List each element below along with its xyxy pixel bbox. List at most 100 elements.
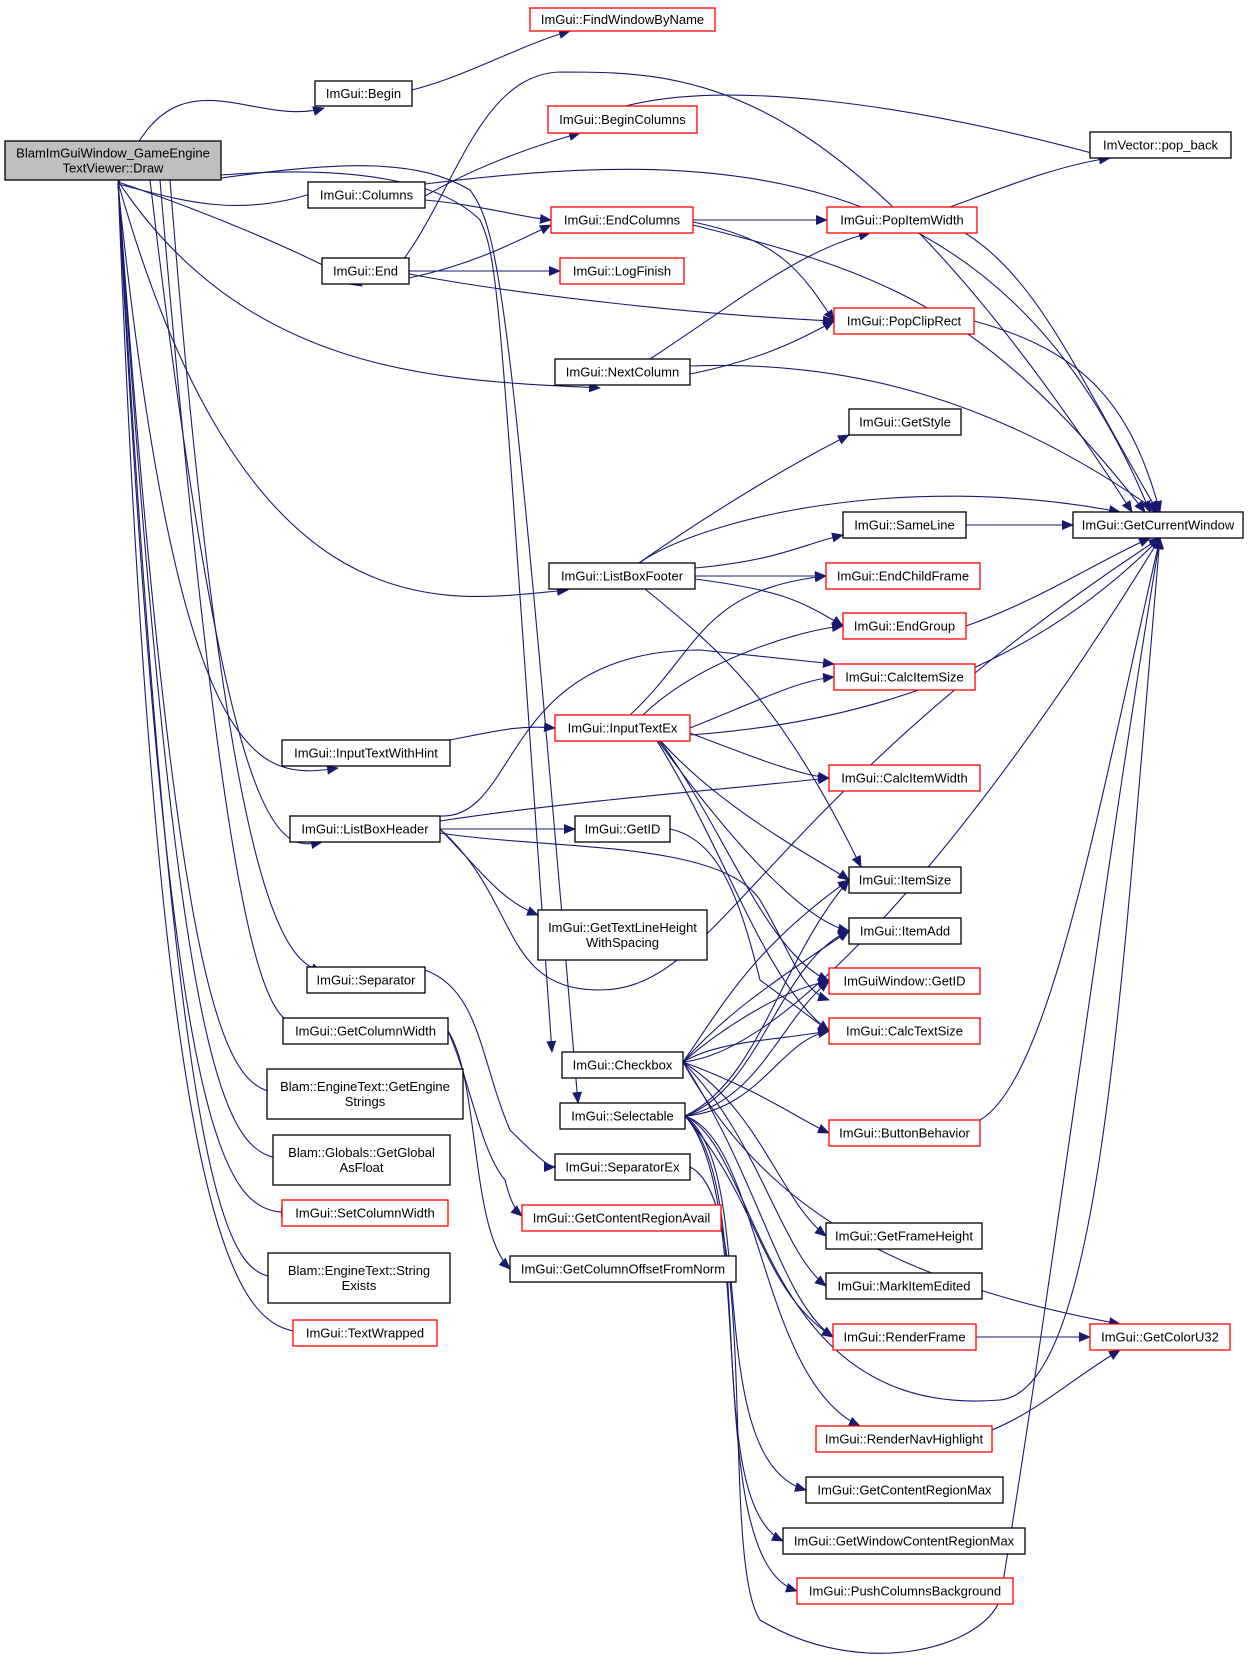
call-edge (644, 588, 862, 868)
node-box (825, 562, 981, 590)
node-box (559, 1102, 686, 1130)
node-rendernavhighlight[interactable]: ImGui::RenderNavHighlight (815, 1425, 993, 1453)
call-edge (642, 622, 844, 716)
node-box (267, 1252, 451, 1304)
node-itemsize[interactable]: ImGui::ItemSize (848, 866, 962, 894)
node-columns[interactable]: ImGui::Columns (307, 181, 426, 209)
node-label: ImGui::PopClipRect (847, 314, 962, 329)
node-label: ImGui::GetColumnOffsetFromNorm (521, 1262, 725, 1277)
node-begin[interactable]: ImGui::Begin (314, 80, 413, 107)
node-getcontentregionmax[interactable]: ImGui::GetContentRegionMax (805, 1476, 1004, 1504)
node-itemadd[interactable]: ImGui::ItemAdd (848, 917, 962, 945)
node-setcolumnwidth[interactable]: ImGui::SetColumnWidth (281, 1199, 449, 1227)
node-box (848, 917, 962, 945)
call-edge (117, 99, 325, 187)
call-edge (694, 578, 844, 627)
node-windowgetid[interactable]: ImGuiWindow::GetID (828, 967, 981, 995)
call-edge (682, 1028, 830, 1063)
call-edge (220, 165, 583, 1104)
node-label: Exists (342, 1278, 377, 1293)
node-box (1072, 511, 1244, 539)
node-popcliprect[interactable]: ImGui::PopClipRect (833, 307, 975, 335)
node-begincolumns[interactable]: ImGui::BeginColumns (547, 105, 698, 134)
node-box (559, 257, 685, 285)
node-label: ImGui::RenderFrame (843, 1330, 965, 1345)
node-pushcolumnsbackground[interactable]: ImGui::PushColumnsBackground (796, 1577, 1014, 1605)
node-getcontentregionavail[interactable]: ImGui::GetContentRegionAvail (521, 1204, 722, 1232)
node-getcoloru32[interactable]: ImGui::GetColorU32 (1089, 1323, 1231, 1351)
node-endgroup[interactable]: ImGui::EndGroup (842, 612, 967, 640)
node-textwrapped[interactable]: ImGui::TextWrapped (292, 1319, 438, 1347)
node-getcolumnwidth[interactable]: ImGui::GetColumnWidth (282, 1017, 449, 1045)
node-inputtextex[interactable]: ImGui::InputTextEx (554, 714, 691, 742)
call-edge (117, 179, 305, 1337)
node-box (537, 909, 708, 961)
node-label: ImGui::ListBoxHeader (301, 822, 429, 837)
node-calctextsize[interactable]: ImGui::CalcTextSize (828, 1017, 981, 1045)
node-label: ImGui::GetColorU32 (1101, 1330, 1219, 1345)
node-box (796, 1577, 1014, 1605)
call-edge (117, 180, 601, 393)
node-getid[interactable]: ImGui::GetID (574, 815, 671, 843)
node-label: AsFloat (339, 1160, 383, 1175)
call-edge (447, 1030, 511, 1270)
node-nextcolumn[interactable]: ImGui::NextColumn (554, 358, 691, 386)
node-box (842, 612, 967, 640)
node-box (833, 663, 976, 691)
node-label: ImGui::ItemSize (859, 873, 951, 888)
call-edge (629, 572, 827, 716)
node-separatorex[interactable]: ImGui::SeparatorEx (554, 1153, 691, 1181)
node-getframeheight[interactable]: ImGui::GetFrameHeight (825, 1222, 983, 1250)
call-edge (408, 273, 835, 326)
call-edge (439, 649, 835, 817)
node-calcitemwidth[interactable]: ImGui::CalcItemWidth (828, 764, 981, 792)
node-endcolumns[interactable]: ImGui::EndColumns (550, 206, 694, 234)
node-selectable[interactable]: ImGui::Selectable (559, 1102, 686, 1130)
node-end[interactable]: ImGui::End (321, 257, 410, 285)
node-sameline[interactable]: ImGui::SameLine (842, 511, 967, 539)
node-logfinish[interactable]: ImGui::LogFinish (559, 257, 685, 285)
call-edge (424, 131, 581, 197)
node-box (554, 1153, 691, 1181)
node-getcurrentwindow[interactable]: ImGui::GetCurrentWindow (1072, 511, 1244, 539)
node-label: ImGui::GetWindowContentRegionMax (794, 1534, 1015, 1549)
node-popitemwidth[interactable]: ImGui::PopItemWidth (826, 206, 978, 234)
node-box (561, 1051, 684, 1079)
node-label: ImGui::MarkItemEdited (838, 1279, 971, 1294)
node-label: ImGui::EndGroup (854, 619, 955, 634)
node-separator[interactable]: ImGui::Separator (306, 966, 426, 994)
node-getwindowcontentregionmax[interactable]: ImGui::GetWindowContentRegionMax (782, 1527, 1026, 1555)
node-findwindow[interactable]: ImGui::FindWindowByName (529, 7, 716, 32)
call-edge (973, 320, 1162, 513)
call-edge (408, 224, 552, 279)
node-getcolumnoffset[interactable]: ImGui::GetColumnOffsetFromNorm (509, 1255, 737, 1283)
node-label: ImGui::InputTextEx (568, 721, 678, 736)
node-box (529, 7, 716, 32)
node-endchildframe[interactable]: ImGui::EndChildFrame (825, 562, 981, 590)
node-getstyle[interactable]: ImGui::GetStyle (848, 408, 962, 436)
node-label: ImGui::GetCurrentWindow (1082, 518, 1235, 533)
node-buttonbehavior[interactable]: ImGui::ButtonBehavior (828, 1119, 981, 1147)
node-calcitemsize[interactable]: ImGui::CalcItemSize (833, 663, 976, 691)
node-label: ImGui::GetContentRegionMax (817, 1483, 992, 1498)
call-edge (169, 179, 323, 973)
node-listboxheader[interactable]: ImGui::ListBoxHeader (289, 815, 441, 843)
node-inputtextwithhint[interactable]: ImGui::InputTextWithHint (281, 739, 451, 767)
node-label: ImGui::GetStyle (859, 415, 951, 430)
node-label: ImGui::EndChildFrame (837, 569, 969, 584)
node-label: ImGui::Begin (326, 86, 401, 101)
node-box (848, 866, 962, 894)
node-draw[interactable]: BlamImGuiWindow_GameEngineTextViewer::Dr… (4, 140, 222, 181)
call-edge (669, 828, 830, 1032)
call-edge (689, 364, 1159, 513)
call-edge (689, 320, 835, 375)
node-popback[interactable]: ImVector::pop_back (1089, 131, 1232, 159)
node-markitemedited[interactable]: ImGui::MarkItemEdited (825, 1272, 983, 1300)
node-renderframe[interactable]: ImGui::RenderFrame (832, 1323, 977, 1351)
node-listboxfooter[interactable]: ImGui::ListBoxFooter (548, 562, 696, 590)
node-checkbox[interactable]: ImGui::Checkbox (561, 1051, 684, 1079)
